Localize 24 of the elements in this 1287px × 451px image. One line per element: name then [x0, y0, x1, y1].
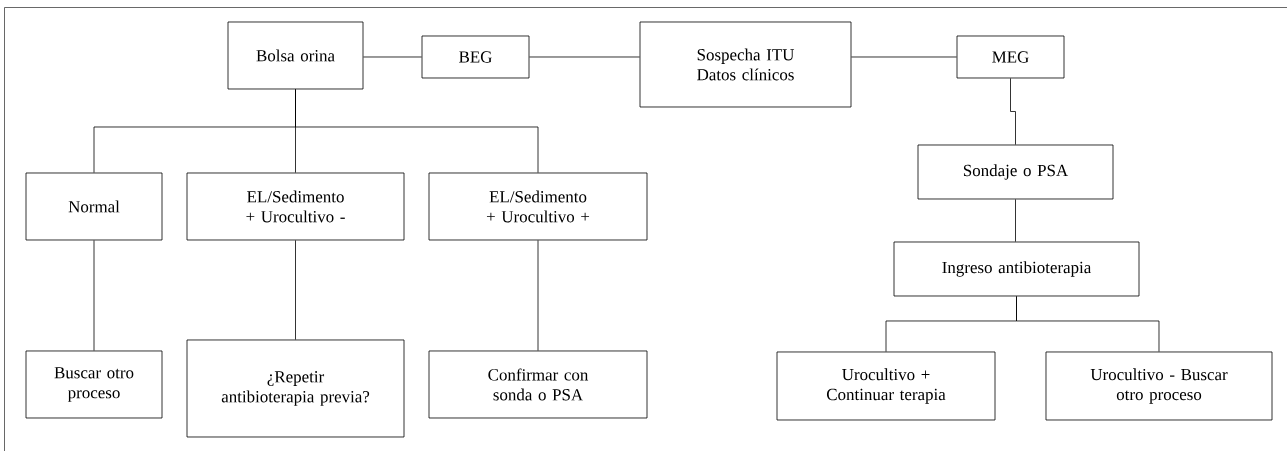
process-box: Bolsa orina	[227, 21, 364, 90]
process-box: BEG	[421, 35, 530, 79]
connector-line	[295, 240, 296, 340]
connector-line	[1016, 296, 1160, 352]
connector-line	[1015, 199, 1016, 242]
connector-line	[93, 240, 95, 351]
process-box: Sondaje o PSA	[917, 144, 1114, 200]
connector-line	[537, 240, 539, 351]
connector-line	[1010, 78, 1016, 145]
process-box: EL/Sedimento + Urocultivo -	[186, 172, 405, 241]
process-box: Sospecha ITU Datos clínicos	[639, 21, 852, 108]
connector-line	[363, 56, 422, 58]
process-box: Buscar otro proceso	[25, 350, 163, 419]
process-box: Normal	[25, 172, 163, 241]
process-box: Urocultivo + Continuar terapia	[776, 351, 996, 421]
process-box: Confirmar con sonda o PSA	[428, 350, 648, 419]
process-box: ¿Repetir antibioterapia previa?	[186, 339, 405, 438]
process-box: Ingreso antibioterapia	[893, 241, 1140, 297]
process-box: MEG	[956, 35, 1065, 79]
process-box: EL/Sedimento + Urocultivo +	[428, 172, 648, 241]
connector-line	[295, 89, 539, 173]
connector-line	[529, 56, 640, 58]
process-box: Urocultivo - Buscar otro proceso	[1045, 351, 1273, 421]
connector-line	[851, 56, 957, 58]
